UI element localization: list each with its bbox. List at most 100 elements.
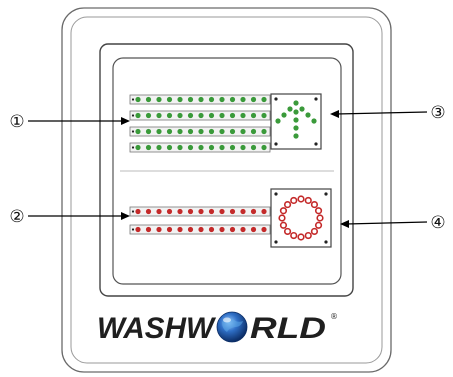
led bbox=[229, 144, 236, 151]
led bbox=[166, 96, 173, 103]
arrow-led bbox=[293, 133, 299, 139]
led bbox=[208, 226, 215, 233]
led bbox=[145, 208, 152, 215]
ring-led bbox=[279, 221, 288, 229]
stop-ring-icon bbox=[278, 195, 324, 241]
led bbox=[135, 226, 141, 233]
arrow-led bbox=[299, 106, 305, 112]
ring-led bbox=[304, 196, 312, 205]
brand-logo: WASHW RLD ® bbox=[97, 311, 338, 345]
arrow-led bbox=[293, 125, 299, 131]
led bbox=[240, 128, 246, 135]
led bbox=[229, 112, 236, 119]
ring-led bbox=[314, 221, 323, 229]
led bbox=[198, 128, 204, 135]
bar-end-dot bbox=[131, 98, 135, 101]
arrow-led bbox=[305, 112, 311, 118]
ring-led bbox=[278, 214, 286, 222]
led bbox=[156, 96, 162, 103]
led bbox=[261, 226, 267, 233]
led bbox=[229, 96, 236, 103]
callout-arrowhead-2 bbox=[121, 212, 130, 220]
led bbox=[219, 96, 225, 103]
ring-led bbox=[304, 231, 312, 240]
ring-led bbox=[279, 207, 288, 215]
box-corner-dot bbox=[274, 142, 278, 146]
led bbox=[135, 96, 141, 103]
led bbox=[198, 144, 204, 151]
bar-end-dot bbox=[131, 146, 135, 149]
led bbox=[261, 96, 267, 103]
callout-2: ② bbox=[9, 207, 130, 227]
callout-arrowhead-3 bbox=[330, 110, 339, 118]
brand-trademark: ® bbox=[330, 312, 338, 321]
callout-leader-4 bbox=[345, 221, 428, 225]
callout-label-2: ② bbox=[9, 207, 24, 227]
ring-led bbox=[283, 227, 292, 236]
arrow-led bbox=[287, 106, 293, 112]
ring-led bbox=[310, 227, 319, 236]
led bbox=[145, 226, 152, 233]
led bbox=[166, 208, 173, 215]
bar-end-dot bbox=[131, 210, 135, 213]
box-corner-dot bbox=[274, 97, 278, 101]
arrow-led bbox=[293, 117, 299, 123]
callout-label-3: ③ bbox=[430, 103, 445, 123]
led bbox=[250, 112, 257, 119]
ring-led bbox=[297, 195, 305, 203]
led bbox=[177, 208, 183, 215]
box-corner-dot bbox=[314, 97, 318, 101]
led bbox=[187, 112, 194, 119]
callout-label-1: ① bbox=[9, 112, 24, 132]
bar-end-dot bbox=[131, 114, 135, 117]
led bbox=[261, 112, 267, 119]
led bbox=[240, 144, 246, 151]
box-corner-dot bbox=[324, 240, 328, 244]
led bbox=[229, 128, 236, 135]
led bbox=[198, 96, 204, 103]
box-corner-dot bbox=[324, 192, 328, 196]
ring-led bbox=[290, 231, 298, 240]
led bbox=[177, 144, 183, 151]
led bbox=[177, 96, 183, 103]
green-led-bars bbox=[129, 94, 271, 153]
bar-end-dot bbox=[131, 228, 135, 231]
led bbox=[219, 226, 225, 233]
green-arrow-signal bbox=[270, 93, 322, 150]
led bbox=[208, 128, 215, 135]
led bbox=[261, 144, 267, 151]
up-arrow-icon bbox=[275, 100, 317, 139]
led bbox=[219, 112, 225, 119]
led bbox=[156, 208, 162, 215]
led bbox=[208, 112, 215, 119]
callout-3: ③ bbox=[330, 103, 446, 123]
arrow-led bbox=[293, 100, 299, 106]
led bbox=[240, 96, 246, 103]
led bbox=[135, 112, 141, 119]
box-corner-dot bbox=[274, 240, 278, 244]
led bbox=[156, 144, 162, 151]
callout-leader-3 bbox=[335, 111, 428, 115]
callout-arrowhead-1 bbox=[121, 117, 130, 125]
box-corner-dot bbox=[274, 192, 278, 196]
led bbox=[261, 208, 267, 215]
led bbox=[219, 144, 225, 151]
led bbox=[135, 144, 141, 151]
red-stop-signal bbox=[270, 188, 332, 248]
led bbox=[208, 208, 215, 215]
ring-led bbox=[283, 200, 292, 209]
led bbox=[166, 112, 173, 119]
led bbox=[166, 144, 173, 151]
led bbox=[250, 144, 257, 151]
led bbox=[250, 208, 257, 215]
led bbox=[250, 96, 257, 103]
callout-arrowhead-4 bbox=[340, 220, 349, 228]
led bbox=[240, 226, 246, 233]
led bbox=[187, 96, 194, 103]
callout-1: ① bbox=[9, 112, 130, 132]
led bbox=[240, 208, 246, 215]
led bbox=[135, 128, 141, 135]
red-led-bars bbox=[129, 206, 271, 235]
